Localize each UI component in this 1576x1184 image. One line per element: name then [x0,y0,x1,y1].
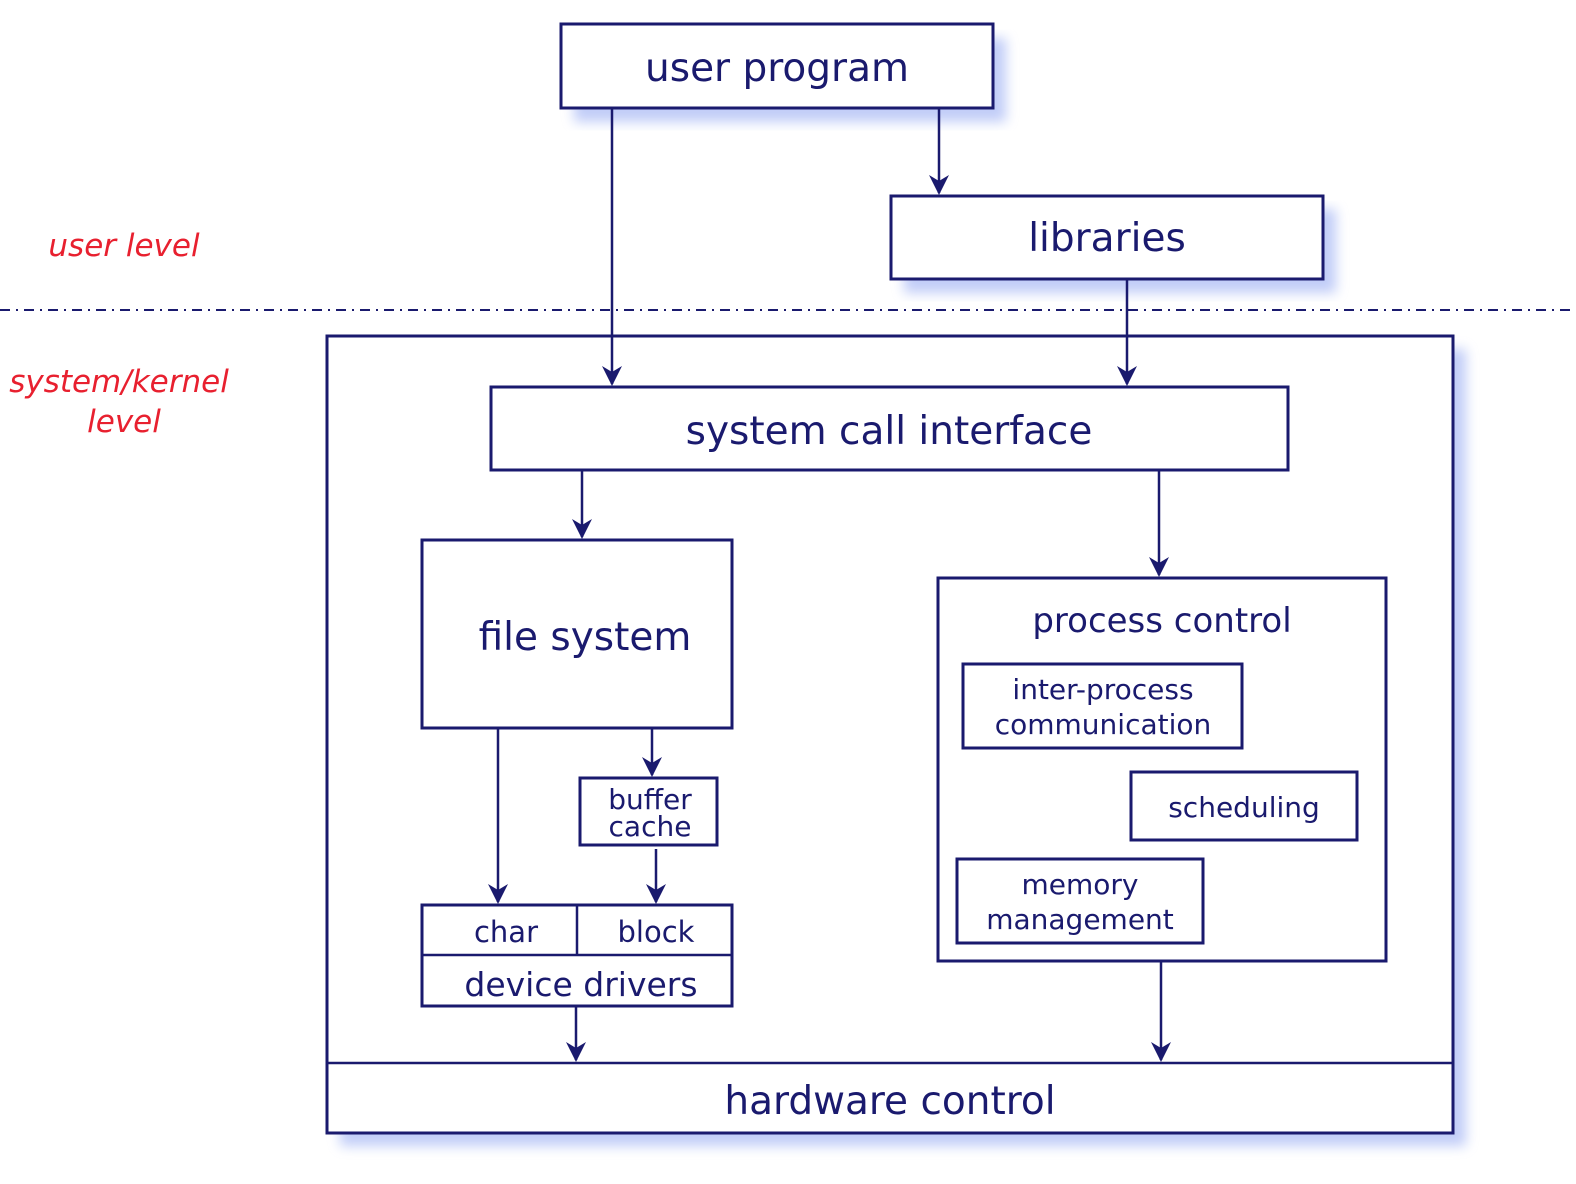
device-drivers-label: device drivers [464,965,697,1004]
memory-management-box [955,857,1205,945]
buffer-cache-label-line1: buffer [608,783,692,816]
system-call-interface-box [489,385,1290,472]
scheduling-label: scheduling [1168,791,1320,824]
system-kernel-level-label-line2: level [87,404,161,440]
user-level-label: user level [48,228,200,264]
buffer-cache-label-line2: cache [609,810,692,843]
file-system-box [420,538,734,730]
libraries-box [889,194,1325,281]
ipc-box [961,662,1244,750]
ipc-label-line2: communication [995,708,1212,741]
system-call-interface-label: system call interface [686,409,1093,454]
block-label: block [618,915,695,949]
scheduling-box [1129,770,1359,842]
char-label: char [474,915,538,949]
ipc-label-line1: inter-process [1012,673,1193,706]
libraries-label: libraries [1028,216,1186,261]
hardware-control-label: hardware control [724,1079,1055,1124]
memory-management-label-line2: management [986,903,1174,936]
system-kernel-level-label-line1: system/kernel [9,364,229,400]
user-program-label: user program [645,46,909,91]
memory-management-label-line1: memory [1022,868,1139,901]
buffer-cache-box [578,776,719,847]
user-program-box [559,22,995,110]
file-system-label: file system [479,615,692,660]
process-control-label: process control [1032,601,1291,641]
